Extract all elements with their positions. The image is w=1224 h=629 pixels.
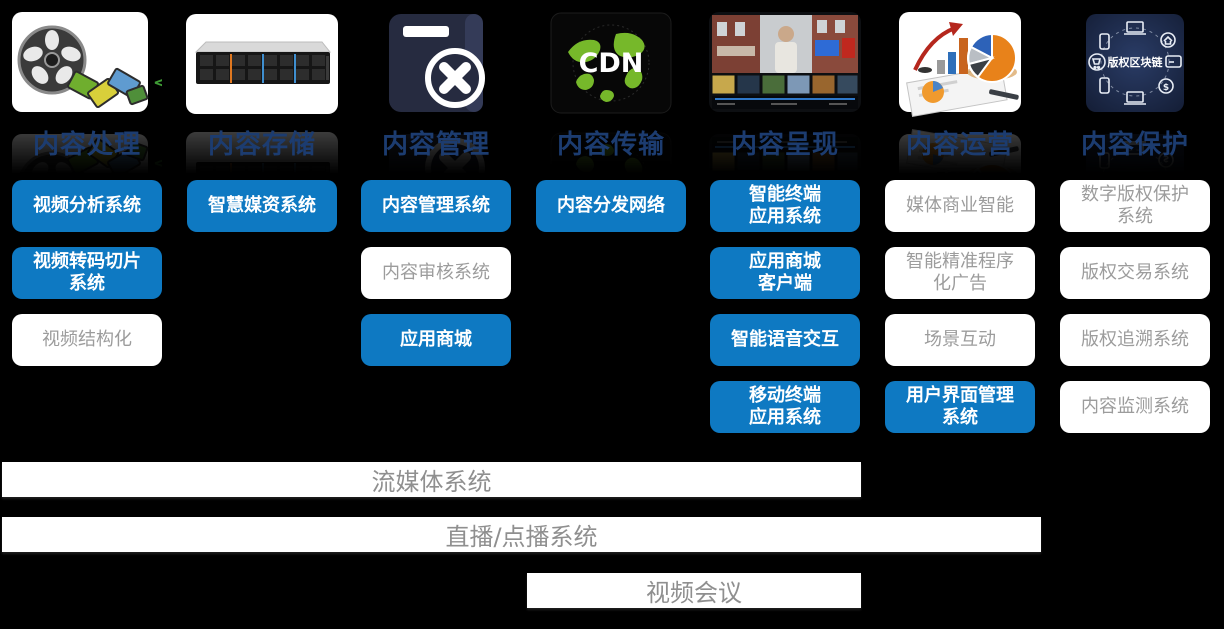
pill-video-structuring: 视频结构化	[12, 314, 162, 366]
analytics-charts-image	[899, 12, 1021, 122]
pill-smart-voice-interaction: 智能语音交互	[710, 314, 860, 366]
pill-smart-media-asset-system: 智慧媒资系统	[187, 180, 337, 232]
film-reel-image: <	[12, 12, 167, 122]
pill-ui-management-system: 用户界面管理 系统	[885, 381, 1035, 433]
svg-text:$: $	[1163, 83, 1169, 93]
pill-scene-interaction: 场景互动	[885, 314, 1035, 366]
pill-smart-terminal-app-system: 智能终端 应用系统	[710, 180, 860, 232]
column-title-content-management: 内容管理	[381, 130, 490, 160]
pill-content-delivery-network: 内容分发网络	[536, 180, 686, 232]
bar-video-conference-label: 视频会议	[646, 579, 742, 607]
pill-content-monitoring-system: 内容监测系统	[1060, 381, 1210, 433]
bar-streaming-media-system: 流媒体系统	[2, 462, 861, 497]
pill-video-transcode-slicing-system: 视频转码切片 系统	[12, 247, 162, 299]
blockchain-label: 版权区块链	[1108, 55, 1164, 69]
cdn-globe-icon: CDN	[550, 12, 672, 122]
copyright-blockchain-icon: $ 版权区块链	[1080, 12, 1190, 122]
green-arrow-glyph: <	[153, 73, 162, 93]
pill-content-review-system: 内容审核系统	[361, 247, 511, 299]
pill-media-business-intelligence: 媒体商业智能	[885, 180, 1035, 232]
content-management-icon	[381, 12, 491, 122]
server-rack-image	[186, 12, 338, 122]
bar-streaming-media-system-label: 流媒体系统	[371, 468, 492, 496]
bar-live-vod-system: 直播/点播系统	[2, 517, 1041, 552]
pill-copyright-trading-system: 版权交易系统	[1060, 247, 1210, 299]
pill-digital-copyright-protection-system: 数字版权保护 系统	[1060, 180, 1210, 232]
column-title-content-operation: 内容运营	[905, 130, 1014, 160]
column-title-content-processing: 内容处理	[32, 130, 141, 160]
video-wall-image	[709, 12, 861, 122]
column-title-content-presentation: 内容呈现	[730, 130, 839, 160]
pill-app-store-client: 应用商城 客户端	[710, 247, 860, 299]
cdn-label: CDN	[579, 48, 644, 79]
pill-app-store: 应用商城	[361, 314, 511, 366]
bar-video-conference: 视频会议	[527, 573, 861, 608]
pill-copyright-tracing-system: 版权追溯系统	[1060, 314, 1210, 366]
pill-content-management-system: 内容管理系统	[361, 180, 511, 232]
bar-live-vod-system-label: 直播/点播系统	[445, 523, 598, 551]
pill-video-analysis-system: 视频分析系统	[12, 180, 162, 232]
column-title-content-transmission: 内容传输	[556, 130, 665, 160]
column-title-content-storage: 内容存储	[207, 130, 316, 160]
pill-mobile-terminal-app-system: 移动终端 应用系统	[710, 381, 860, 433]
column-title-content-protection: 内容保护	[1080, 130, 1189, 160]
pill-smart-precision-programmatic-ads: 智能精准程序 化广告	[885, 247, 1035, 299]
